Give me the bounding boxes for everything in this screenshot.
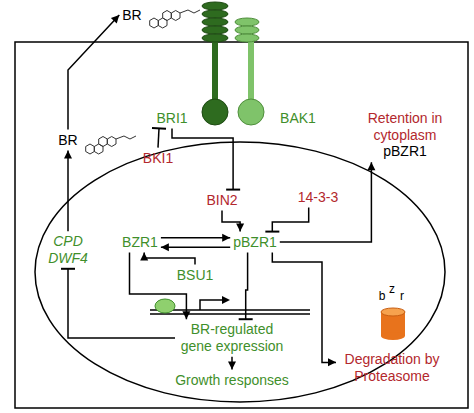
- node-text: BR: [122, 7, 141, 24]
- connector-line: [68, 15, 119, 130]
- arrow-connector: [130, 252, 187, 319]
- text-node: BR: [55, 130, 80, 151]
- inhibition-connector: [246, 252, 248, 319]
- br-ring: [150, 18, 159, 28]
- bri1-ectodomain: [202, 26, 228, 34]
- connector-line: [231, 357, 233, 370]
- inhibition-connector: [68, 269, 175, 338]
- fragment-letter: z: [389, 282, 395, 296]
- proteasome-top: [381, 308, 405, 316]
- br-chain: [180, 10, 200, 13]
- bri1-ectodomain: [202, 2, 228, 10]
- node-text: Growth responses: [175, 372, 289, 389]
- arrow-connector: [161, 237, 230, 238]
- proteasome-base: [381, 332, 405, 340]
- text-node: BIN2: [203, 190, 240, 211]
- text-node: BSU1: [174, 265, 217, 286]
- node-text: pBZR1: [233, 234, 277, 251]
- bak1-ectodomain: [235, 18, 259, 26]
- bak1-ectodomain: [235, 26, 259, 34]
- node-text: BRI1: [156, 110, 187, 127]
- receptor-domains: [202, 2, 259, 42]
- connector-line: [246, 252, 248, 319]
- text-node: Retention in cytoplasmpBZR1: [349, 108, 461, 162]
- bri1-ectodomain: [202, 18, 228, 26]
- fragment-letter: b: [379, 289, 386, 303]
- node-text: BKI1: [143, 150, 173, 167]
- inhibition-connector: [158, 128, 159, 147]
- arrow-connector: [222, 210, 240, 231]
- bak1-stem: [248, 38, 254, 100]
- connector-line: [68, 269, 175, 338]
- arrow-connector: [68, 150, 69, 231]
- transcription-start: [200, 300, 223, 310]
- bak1-ectodomain: [235, 34, 259, 42]
- nucleus: [35, 142, 445, 402]
- arrow-connector: [232, 357, 233, 370]
- cell-membrane: [15, 42, 468, 408]
- text-node: CPD DWF4: [43, 231, 93, 269]
- br-ring: [171, 11, 180, 21]
- connector-line: [222, 210, 240, 231]
- text-node: Degradation by Proteasome: [336, 349, 448, 387]
- node-text: BSU1: [177, 267, 214, 284]
- connector-line: [161, 246, 230, 248]
- connector-line: [272, 207, 308, 231]
- bzr1-on-dna: [155, 299, 175, 313]
- node-text: BAK1: [280, 110, 316, 127]
- node-text: BR: [58, 132, 77, 149]
- br-ring: [86, 144, 95, 154]
- inhibition-connector: [172, 128, 233, 189]
- dna-strand: [150, 313, 310, 315]
- connector-line: [280, 162, 372, 242]
- br-ring: [163, 11, 172, 21]
- text-node: pBZR1: [230, 232, 280, 253]
- node-text: CPD DWF4: [46, 233, 90, 267]
- text-node: BRI1: [153, 108, 190, 129]
- node-text: BR-regulated gene expression: [178, 321, 286, 355]
- text-node: BAK1: [277, 108, 319, 129]
- bri1-stem: [212, 38, 218, 100]
- br-ring: [107, 137, 116, 147]
- connector-line: [67, 150, 69, 231]
- connector-line: [144, 252, 195, 264]
- transcription-head: [222, 296, 230, 304]
- node-text: 14-3-3: [298, 189, 338, 206]
- connector-line: [161, 237, 230, 239]
- bri1-ectodomain: [202, 10, 228, 18]
- arrow-connector: [280, 162, 372, 242]
- text-node: BKI1: [140, 148, 176, 169]
- text-node: BZR1: [119, 232, 161, 253]
- text-node: BR: [119, 5, 144, 26]
- inhibition-connector: [272, 207, 308, 231]
- bri1-kinase: [202, 99, 228, 125]
- connector-line: [158, 128, 159, 147]
- text-node: Growth responses: [172, 370, 292, 391]
- fragment-letter: r: [400, 289, 404, 303]
- br-chain: [116, 136, 136, 139]
- node-text: Degradation by Proteasome: [339, 351, 445, 385]
- node-text: pBZR1: [352, 143, 458, 160]
- bak1-kinase: [238, 99, 264, 125]
- arrow-connector: [161, 247, 230, 248]
- arrow-connector: [68, 15, 119, 130]
- node-text: Retention in cytoplasm: [352, 110, 458, 144]
- text-node: 14-3-3: [295, 187, 341, 208]
- node-text: BZR1: [122, 234, 158, 251]
- arrow-connector: [144, 252, 195, 264]
- connector-line: [172, 128, 233, 189]
- bri1-ectodomain: [202, 34, 228, 42]
- text-node: BR-regulated gene expression: [175, 319, 289, 357]
- br-ring: [99, 137, 108, 147]
- connector-line: [130, 252, 187, 319]
- node-text: BIN2: [206, 192, 237, 209]
